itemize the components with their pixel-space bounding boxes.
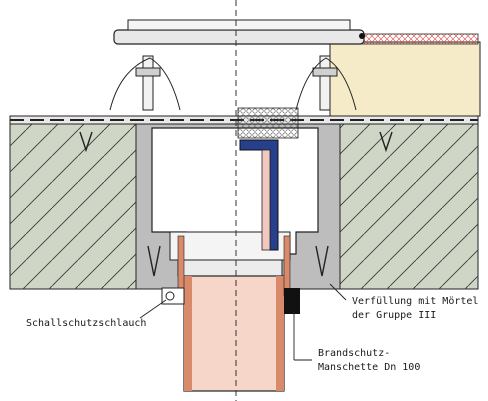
- drain-body: [151, 127, 319, 277]
- concrete-slab-left: [9, 123, 137, 290]
- concrete-slab-right: [339, 123, 479, 290]
- leader-lines: [139, 283, 347, 361]
- sound-hose-clamp: [161, 287, 185, 305]
- fire-collar: [284, 288, 300, 314]
- sealing-ring: [239, 139, 279, 251]
- insulation-block: [329, 33, 481, 117]
- anchors: [79, 131, 393, 277]
- support-bolt-left: [109, 55, 181, 111]
- label-brandschutz-line2: Manschette Dn 100: [318, 362, 420, 373]
- filter-layer: [237, 107, 299, 139]
- support-bolt-right: [295, 55, 357, 111]
- drain-grate: [113, 19, 365, 45]
- label-brandschutz-line1: Brandschutz-: [318, 348, 390, 359]
- label-verfuellung-line2: der Gruppe III: [352, 310, 436, 321]
- label-schallschutzschlauch: Schallschutzschlauch: [26, 318, 146, 329]
- label-verfuellung-line1: Verfüllung mit Mörtel: [352, 296, 478, 307]
- drain-pipe: [177, 235, 291, 392]
